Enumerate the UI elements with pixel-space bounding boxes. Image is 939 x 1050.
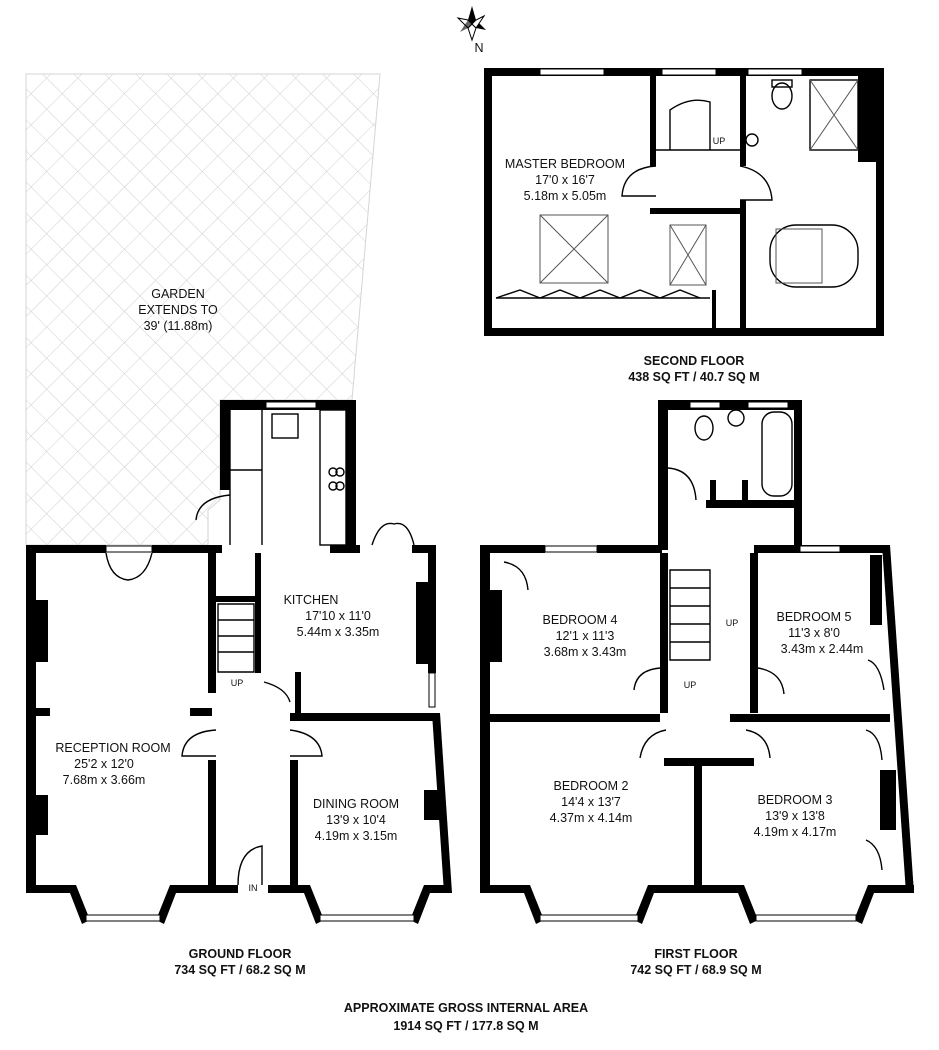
reception-room-metric: 7.68m x 3.66m <box>63 773 146 787</box>
ground-floor-up-label: UP <box>231 678 244 688</box>
ground-floor-plan <box>26 400 452 924</box>
first-floor-name: FIRST FLOOR <box>654 947 737 961</box>
compass-icon <box>456 6 486 42</box>
second-floor-plan <box>484 68 884 336</box>
total-area-title: APPROXIMATE GROSS INTERNAL AREA <box>344 1001 588 1015</box>
reception-room-name: RECEPTION ROOM <box>55 741 170 755</box>
total-area-value: 1914 SQ FT / 177.8 SQ M <box>393 1019 538 1033</box>
master-bedroom-imperial: 17'0 x 16'7 <box>535 173 595 187</box>
bedroom-2-imperial: 14'4 x 13'7 <box>561 795 621 809</box>
second-floor-name: SECOND FLOOR <box>644 354 745 368</box>
bedroom-4-metric: 3.68m x 3.43m <box>544 645 627 659</box>
kitchen-name: KITCHEN <box>284 593 339 607</box>
bedroom-4-imperial: 12'1 x 11'3 <box>556 629 615 643</box>
compass-north-label: N <box>474 41 483 55</box>
master-bedroom-name: MASTER BEDROOM <box>505 157 625 171</box>
ground-floor-name: GROUND FLOOR <box>189 947 292 961</box>
reception-room-imperial: 25'2 x 12'0 <box>74 757 134 771</box>
first-floor-up-label: UP <box>684 680 697 690</box>
bedroom-4-name: BEDROOM 4 <box>542 613 617 627</box>
second-floor-up-label: UP <box>713 136 726 146</box>
dining-room-metric: 4.19m x 3.15m <box>315 829 398 843</box>
garden-extends-label: EXTENDS TO <box>138 303 218 317</box>
ground-floor-area: 734 SQ FT / 68.2 SQ M <box>174 963 305 977</box>
first-floor-area: 742 SQ FT / 68.9 SQ M <box>630 963 761 977</box>
bedroom-5-imperial: 11'3 x 8'0 <box>788 626 840 640</box>
second-floor-area: 438 SQ FT / 40.7 SQ M <box>628 370 759 384</box>
entrance-label: IN <box>249 883 258 893</box>
bedroom-5-metric: 3.43m x 2.44m <box>781 642 864 656</box>
master-bedroom-metric: 5.18m x 5.05m <box>524 189 607 203</box>
bedroom-3-imperial: 13'9 x 13'8 <box>765 809 825 823</box>
bedroom-5-name: BEDROOM 5 <box>776 610 851 624</box>
bedroom-2-metric: 4.37m x 4.14m <box>550 811 633 825</box>
kitchen-imperial: 17'10 x 11'0 <box>305 609 371 623</box>
first-floor-plan <box>480 400 914 924</box>
first-floor-up-label-2: UP <box>726 618 739 628</box>
dining-room-name: DINING ROOM <box>313 797 399 811</box>
garden-length-label: 39' (11.88m) <box>144 319 213 333</box>
garden-label: GARDEN <box>151 287 204 301</box>
bedroom-3-metric: 4.19m x 4.17m <box>754 825 837 839</box>
bedroom-2-name: BEDROOM 2 <box>553 779 628 793</box>
kitchen-metric: 5.44m x 3.35m <box>297 625 380 639</box>
bedroom-3-name: BEDROOM 3 <box>757 793 832 807</box>
dining-room-imperial: 13'9 x 10'4 <box>326 813 386 827</box>
